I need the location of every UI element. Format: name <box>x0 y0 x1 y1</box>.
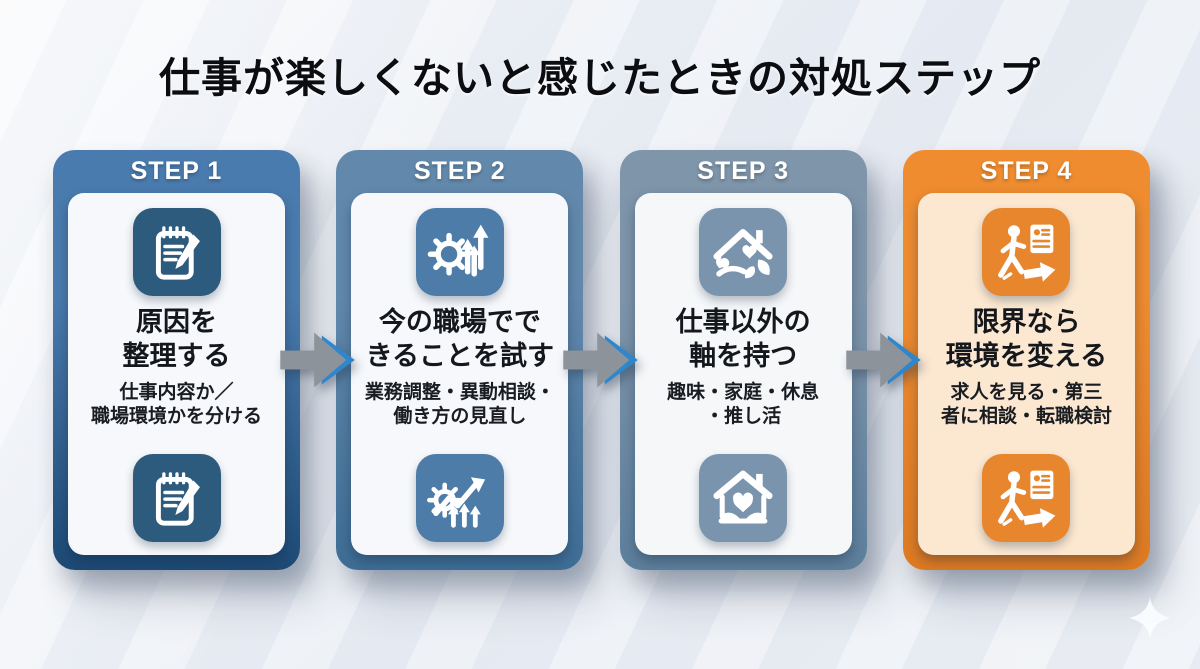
sparkle-icon <box>1129 597 1171 639</box>
step-2-title: 今の職場でで きることを試す <box>365 307 555 371</box>
step-card-3: STEP 3 仕事以外の 軸を持つ 趣味・家庭・休息 ・推し活 <box>619 150 867 570</box>
notepad-pencil-icon <box>132 208 221 296</box>
career-change-walk-icon <box>982 208 1071 296</box>
step-2-badge: STEP 2 <box>413 157 506 185</box>
step-3-body: 仕事以外の 軸を持つ 趣味・家庭・休息 ・推し活 <box>634 193 852 555</box>
step-card-2: STEP 2 <box>336 150 584 570</box>
next-step-arrow-icon <box>562 327 640 393</box>
step-1-badge: STEP 1 <box>130 157 223 185</box>
step-card-1: STEP 1 <box>53 150 300 570</box>
gear-trend-arrow-icon <box>415 454 504 542</box>
step-4-subtitle: 求人を見る・第三 者に相談・転職検討 <box>940 381 1112 428</box>
notepad-pencil-icon <box>132 454 221 542</box>
step-1-body: 原因を 整理する 仕事内容か／ 職場環境かを分ける <box>68 193 285 555</box>
step-4-body: 限界なら 環境を変える 求人を見る・第三 者に相談・転職検討 <box>917 193 1135 555</box>
step-2-subtitle: 業務調整・異動相談・ 働き方の見直し <box>364 381 555 428</box>
step-2-body: 今の職場でで きることを試す 業務調整・異動相談・ 働き方の見直し <box>351 193 569 555</box>
step-4-title: 限界なら 環境を変える <box>945 307 1108 371</box>
page-title: 仕事が楽しくないと感じたときの対処ステップ <box>159 55 1041 101</box>
steps-row: STEP 1 <box>0 150 1200 570</box>
home-relax-leaf-icon <box>699 208 788 296</box>
next-step-arrow-icon <box>845 327 923 393</box>
step-card-4: STEP 4 <box>902 150 1150 570</box>
next-step-arrow-icon <box>279 327 357 393</box>
career-change-walk-icon <box>982 454 1071 542</box>
home-heart-leaves-icon <box>699 454 788 542</box>
step-3-title: 仕事以外の 軸を持つ <box>675 307 811 371</box>
step-3-badge: STEP 3 <box>697 157 789 185</box>
step-1-subtitle: 仕事内容か／ 職場環境かを分ける <box>90 381 262 428</box>
step-4-badge: STEP 4 <box>980 157 1073 185</box>
step-3-subtitle: 趣味・家庭・休息 ・推し活 <box>667 381 820 428</box>
step-1-title: 原因を 整理する <box>122 307 231 371</box>
gear-up-arrows-icon <box>415 208 504 296</box>
